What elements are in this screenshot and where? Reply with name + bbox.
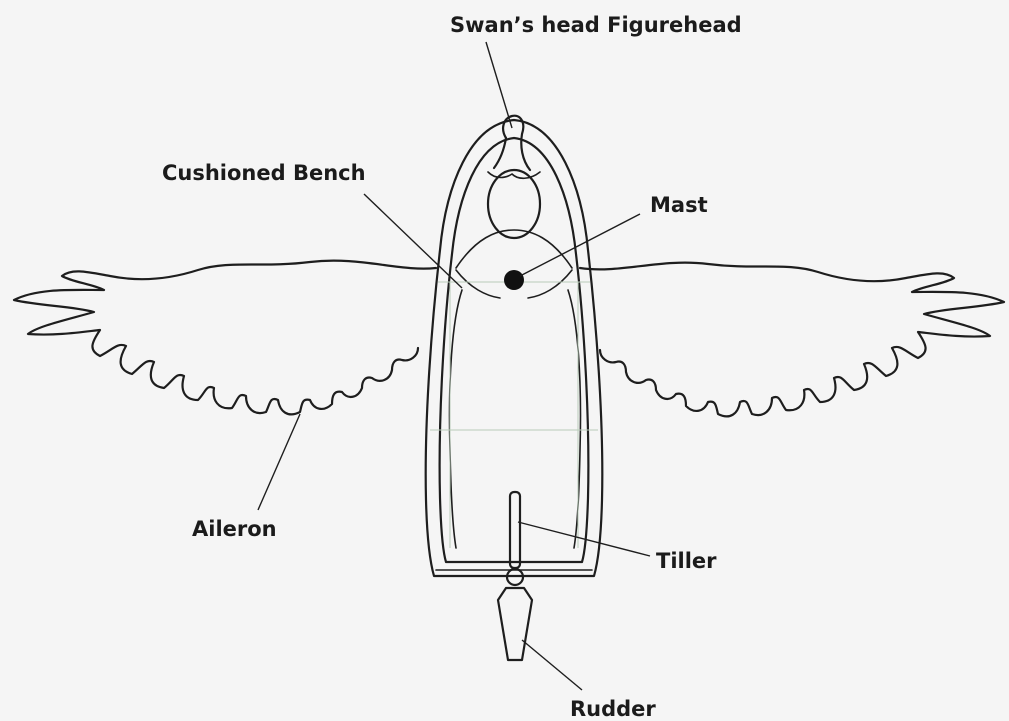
left-wing <box>14 261 436 415</box>
leader-aileron <box>258 414 300 510</box>
leader-lines <box>258 42 650 690</box>
label-bench: Cushioned Bench <box>162 161 366 185</box>
leader-rudder <box>522 640 582 690</box>
swan-head-figurehead <box>488 116 540 238</box>
right-wing <box>580 263 1004 417</box>
leader-figurehead <box>486 42 512 128</box>
boat-hull <box>426 120 603 576</box>
rudder <box>498 569 532 660</box>
label-figurehead: Swan’s head Figurehead <box>450 13 742 37</box>
label-mast: Mast <box>650 193 708 217</box>
label-rudder: Rudder <box>570 697 656 721</box>
label-aileron: Aileron <box>192 517 277 541</box>
leader-mast <box>520 214 640 276</box>
mast-dot <box>504 270 524 290</box>
label-tiller: Tiller <box>656 549 717 573</box>
tiller <box>510 492 520 568</box>
